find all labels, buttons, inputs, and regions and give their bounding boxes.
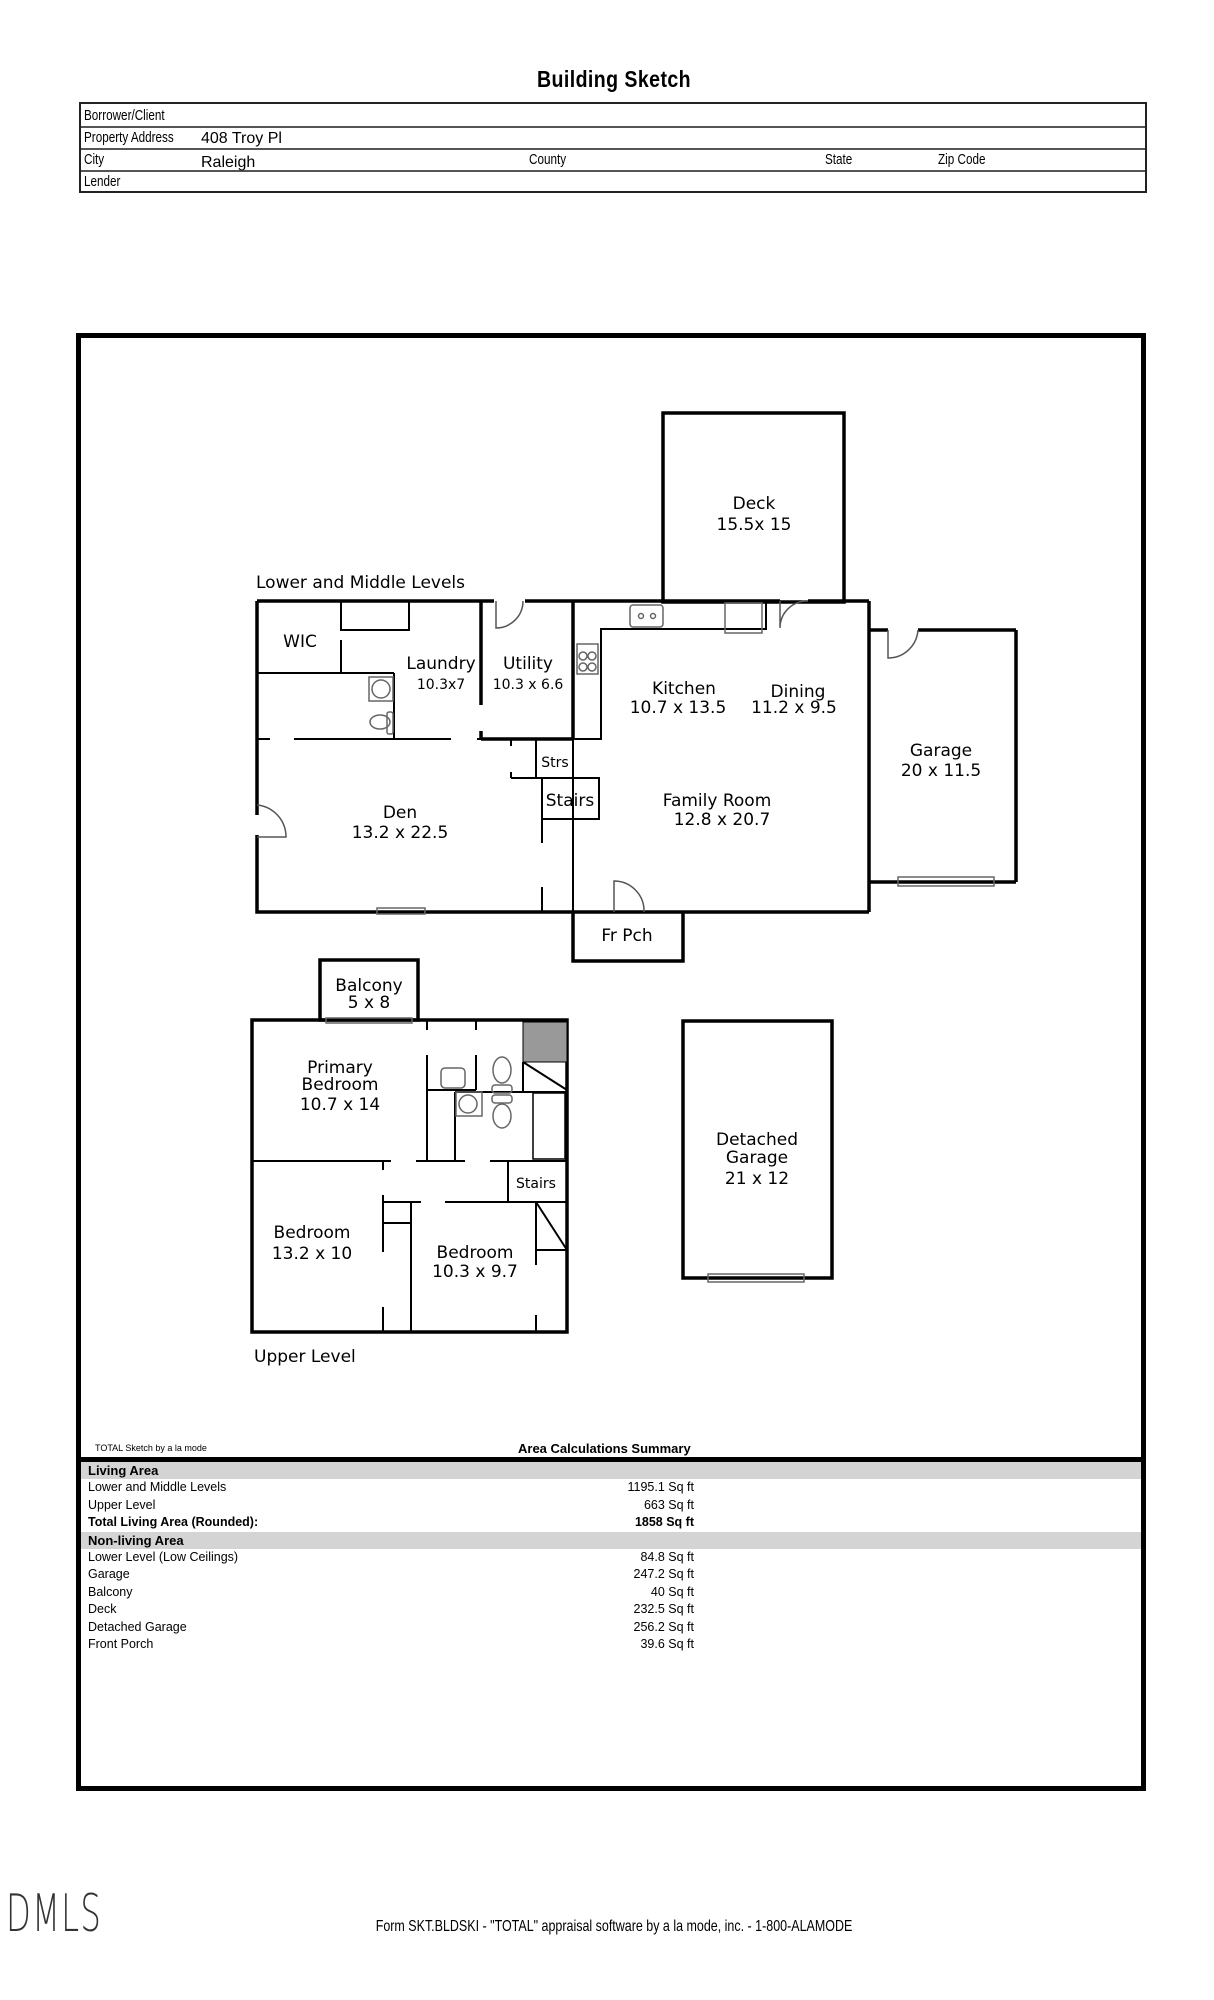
summary-row: Upper Level 663 Sq ft: [88, 1497, 694, 1512]
lender-label: Lender: [84, 173, 121, 190]
summary-row: Front Porch 39.6 Sq ft: [88, 1637, 694, 1651]
address-label: Property Address: [84, 129, 174, 146]
svg-text:Kitchen: Kitchen: [652, 679, 716, 699]
city-value: Raleigh: [201, 154, 256, 171]
svg-text:Utility: Utility: [503, 654, 553, 674]
form-footer: Form SKT.BLDSKI - "TOTAL" appraisal soft…: [375, 1918, 853, 1935]
svg-text:20 x 11.5: 20 x 11.5: [901, 761, 981, 781]
svg-text:Detached: Detached: [716, 1130, 798, 1150]
svg-text:12.8 x 20.7: 12.8 x 20.7: [674, 810, 771, 830]
summary-divider: [76, 1457, 1146, 1462]
svg-text:Garage: Garage: [726, 1148, 788, 1168]
svg-text:Fr Pch: Fr Pch: [601, 926, 652, 946]
svg-text:Stairs: Stairs: [516, 1176, 556, 1192]
city-label: City: [84, 151, 105, 168]
svg-text:15.5x 15: 15.5x 15: [717, 515, 792, 535]
living-area-header: Living Area: [81, 1462, 1141, 1479]
svg-text:Dining: Dining: [771, 682, 826, 702]
svg-text:21 x 12: 21 x 12: [725, 1169, 789, 1189]
dmls-logo: DMLS: [6, 1884, 103, 1944]
total-living-row: Total Living Area (Rounded): 1858 Sq ft: [88, 1515, 694, 1529]
summary-row: Balcony 40 Sq ft: [88, 1584, 694, 1599]
svg-text:10.7 x 14: 10.7 x 14: [300, 1095, 380, 1115]
lower-level-caption: Lower and Middle Levels: [256, 573, 465, 593]
svg-text:10.3 x 6.6: 10.3 x 6.6: [493, 677, 564, 693]
property-header-table: Borrower/Client Property Address 408 Tro…: [79, 102, 1147, 193]
sketch-credit: TOTAL Sketch by a la mode: [95, 1443, 207, 1453]
svg-text:Laundry: Laundry: [406, 654, 475, 674]
svg-text:Bedroom: Bedroom: [274, 1223, 351, 1243]
upper-level-caption: Upper Level: [254, 1347, 356, 1367]
svg-text:Deck: Deck: [733, 494, 776, 514]
summary-row: Detached Garage 256.2 Sq ft: [88, 1619, 694, 1634]
county-label: County: [529, 151, 567, 168]
summary-row: Lower Level (Low Ceilings) 84.8 Sq ft: [88, 1549, 694, 1564]
svg-text:Stairs: Stairs: [546, 791, 595, 811]
lender-row: Lender: [81, 170, 1145, 192]
sketch-frame: [76, 333, 1146, 1791]
zip-label: Zip Code: [938, 151, 986, 168]
svg-text:Bedroom: Bedroom: [437, 1243, 514, 1263]
svg-text:5 x 8: 5 x 8: [348, 993, 391, 1013]
nonliving-area-header: Non-living Area: [81, 1531, 1141, 1549]
svg-text:10.7 x 13.5: 10.7 x 13.5: [630, 698, 727, 718]
svg-text:Den: Den: [383, 803, 417, 823]
summary-row: Garage 247.2 Sq ft: [88, 1567, 694, 1581]
address-row: Property Address 408 Troy Pl: [81, 126, 1145, 150]
svg-text:Garage: Garage: [910, 741, 972, 761]
svg-text:Primary: Primary: [307, 1058, 373, 1078]
borrower-row: Borrower/Client: [81, 104, 1145, 128]
city-row: City Raleigh County State Zip Code: [81, 148, 1145, 172]
svg-text:Family Room: Family Room: [663, 791, 772, 811]
address-value: 408 Troy Pl: [201, 130, 282, 147]
svg-text:WIC: WIC: [283, 632, 317, 652]
page-title: Building Sketch: [536, 66, 692, 92]
state-label: State: [825, 151, 853, 168]
area-summary: Living Area Lower and Middle Levels 1195…: [81, 1462, 1141, 1654]
summary-title: Area Calculations Summary: [518, 1441, 691, 1456]
borrower-label: Borrower/Client: [84, 107, 165, 124]
svg-text:Strs: Strs: [541, 755, 568, 771]
svg-text:13.2 x 10: 13.2 x 10: [272, 1244, 352, 1264]
svg-text:11.2 x 9.5: 11.2 x 9.5: [751, 698, 837, 718]
summary-row: Lower and Middle Levels 1195.1 Sq ft: [88, 1480, 694, 1494]
svg-text:Balcony: Balcony: [335, 976, 402, 996]
svg-text:10.3 x 9.7: 10.3 x 9.7: [432, 1262, 518, 1282]
svg-text:10.3x7: 10.3x7: [417, 677, 465, 693]
svg-text:Bedroom: Bedroom: [302, 1075, 379, 1095]
svg-text:13.2 x 22.5: 13.2 x 22.5: [352, 823, 449, 843]
summary-row: Deck 232.5 Sq ft: [88, 1602, 694, 1616]
